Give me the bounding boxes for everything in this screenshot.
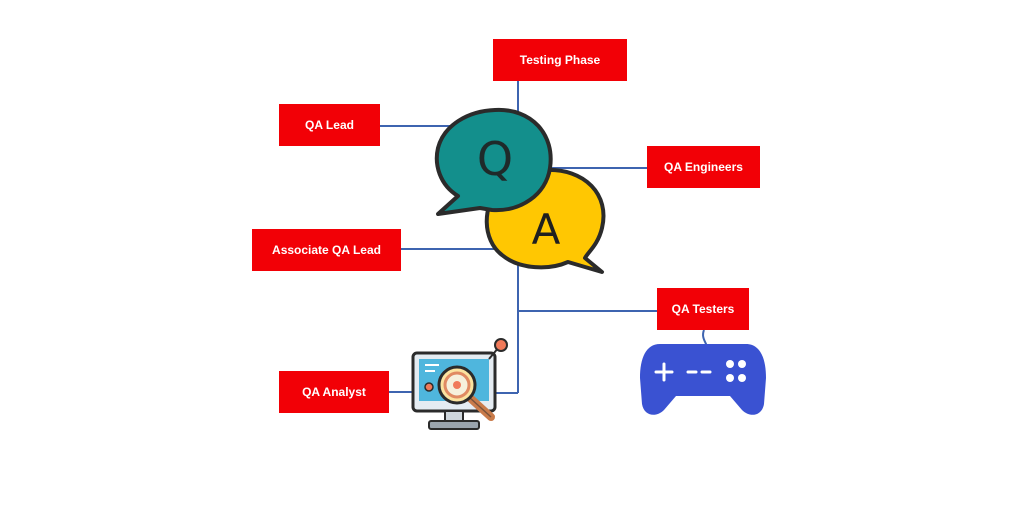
qa-analyst-box: QA Analyst: [279, 371, 389, 413]
qa-engineers-box: QA Engineers: [647, 146, 760, 188]
qa-chat-bubbles-icon: Q A: [434, 107, 606, 274]
testing-phase-box: Testing Phase: [493, 39, 627, 81]
answer-letter: A: [532, 205, 561, 254]
qa-testers-box: QA Testers: [657, 288, 749, 330]
associate-qa-lead-box: Associate QA Lead: [252, 229, 401, 271]
question-bubble: [434, 107, 553, 216]
gamepad-icon: [640, 344, 766, 415]
question-letter: Q: [477, 132, 513, 186]
monitor-magnifier-icon: [411, 338, 508, 430]
qa-lead-box: QA Lead: [279, 104, 380, 146]
